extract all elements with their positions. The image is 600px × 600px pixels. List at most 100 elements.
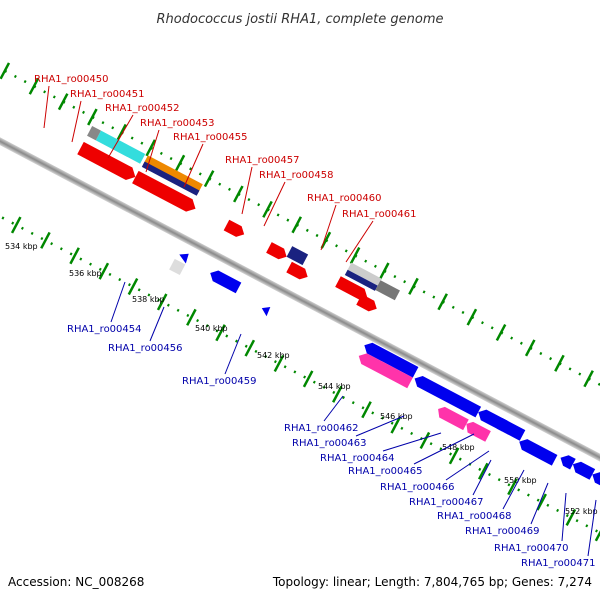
tick-mark [0,62,11,80]
tick-mark [594,524,600,542]
tick-mark [291,216,303,234]
tick-mark [302,370,314,388]
leader-line [445,450,490,481]
gene-label: RHA1_ro00455 [173,132,248,143]
tick-label: 540 kbp [195,324,228,333]
leader-line [472,459,492,496]
gene-arrow [414,376,482,418]
gene-arrow [572,461,596,480]
tick-mark [244,339,256,357]
leader-line [561,492,567,542]
tick-mark [69,247,80,265]
tick-mark [87,108,98,126]
reverse-gene-labels: RHA1_ro00454RHA1_ro00456RHA1_ro00459RHA1… [67,281,597,569]
leader-line [530,482,549,525]
gene-arrow [494,417,513,435]
gene-segment [95,130,146,164]
tick-mark [524,339,536,357]
genome-backbone [0,53,600,546]
leader-line [263,181,286,227]
tick-mark [215,324,226,342]
leader-line [149,306,165,342]
tick-mark [565,508,577,526]
gene-segment [169,258,186,276]
gene-arrow [560,455,576,470]
gene-label: RHA1_ro00453 [140,118,215,129]
tick-mark [554,354,565,372]
tick-mark [536,493,547,511]
tick-mark [361,401,372,419]
gene-label: RHA1_ro00459 [182,376,257,387]
leader-line [382,432,442,452]
gene-label: RHA1_ro00461 [342,209,417,220]
leader-line [345,220,374,263]
tick-mark [127,278,139,296]
leader-line [587,499,597,557]
gene-label: RHA1_ro00454 [67,324,142,335]
gene-segment [87,125,102,141]
tick-mark [437,293,448,311]
tick-mark [273,354,285,373]
tick-mark [156,293,168,311]
tick-label: 544 kbp [318,382,351,391]
leader-line [107,114,134,159]
gene-arrow [210,270,242,294]
gene-arrow [261,306,271,317]
gene-label: RHA1_ro00469 [465,526,540,537]
leader-line [413,433,475,465]
leader-line [183,143,204,188]
tick-mark [507,478,518,496]
gene-arrow [592,471,600,490]
gene-segment [344,269,378,291]
tick-mark [495,323,507,342]
gene-arrow [356,294,377,312]
tick-label: 542 kbp [257,351,290,360]
tick-label: 552 kbp [565,507,598,516]
tick-mark [262,200,273,218]
tick-mark [57,93,69,111]
gene-arrow [286,261,308,280]
gene-label: RHA1_ro00460 [307,193,382,204]
gene-segment [375,280,400,301]
forward-gene-labels: RHA1_ro00450RHA1_ro00451RHA1_ro00452RHA1… [34,74,417,263]
tick-mark [28,77,40,95]
tick-mark [116,123,127,141]
tick-mark [349,247,361,265]
leader-line [145,129,160,173]
tick-label: 536 kbp [69,269,102,278]
gene-arrow [179,253,189,264]
tick-mark [10,216,22,234]
gene-arrow [364,342,419,378]
gene-label: RHA1_ro00450 [34,74,109,85]
leader-line [110,281,126,323]
gene-label: RHA1_ro00458 [259,170,334,181]
gene-label: RHA1_ro00463 [292,438,367,449]
leader-line [224,333,242,375]
tick-mark [203,170,215,188]
gene-label: RHA1_ro00466 [380,482,455,493]
gene-arrow [519,439,558,466]
gene-arrow [223,219,245,237]
forward-dot-track [0,8,600,477]
gene-label: RHA1_ro00470 [494,543,569,554]
tick-label: 550 kbp [504,476,537,485]
leader-line [355,415,405,437]
tick-mark [40,231,51,249]
tick-mark [408,277,419,295]
reverse-features [169,253,600,490]
gene-segment [141,161,200,196]
gene-arrow [77,141,136,180]
leader-line [43,85,50,129]
tick-mark [448,447,460,465]
map-title: Rhodococcus jostii RHA1, complete genome [157,12,444,27]
gene-arrow [438,406,469,431]
tick-label: 538 kbp [132,295,165,304]
gene-label: RHA1_ro00468 [437,511,512,522]
leader-line [241,166,253,215]
tick-mark [98,262,110,280]
leader-line [71,100,82,143]
